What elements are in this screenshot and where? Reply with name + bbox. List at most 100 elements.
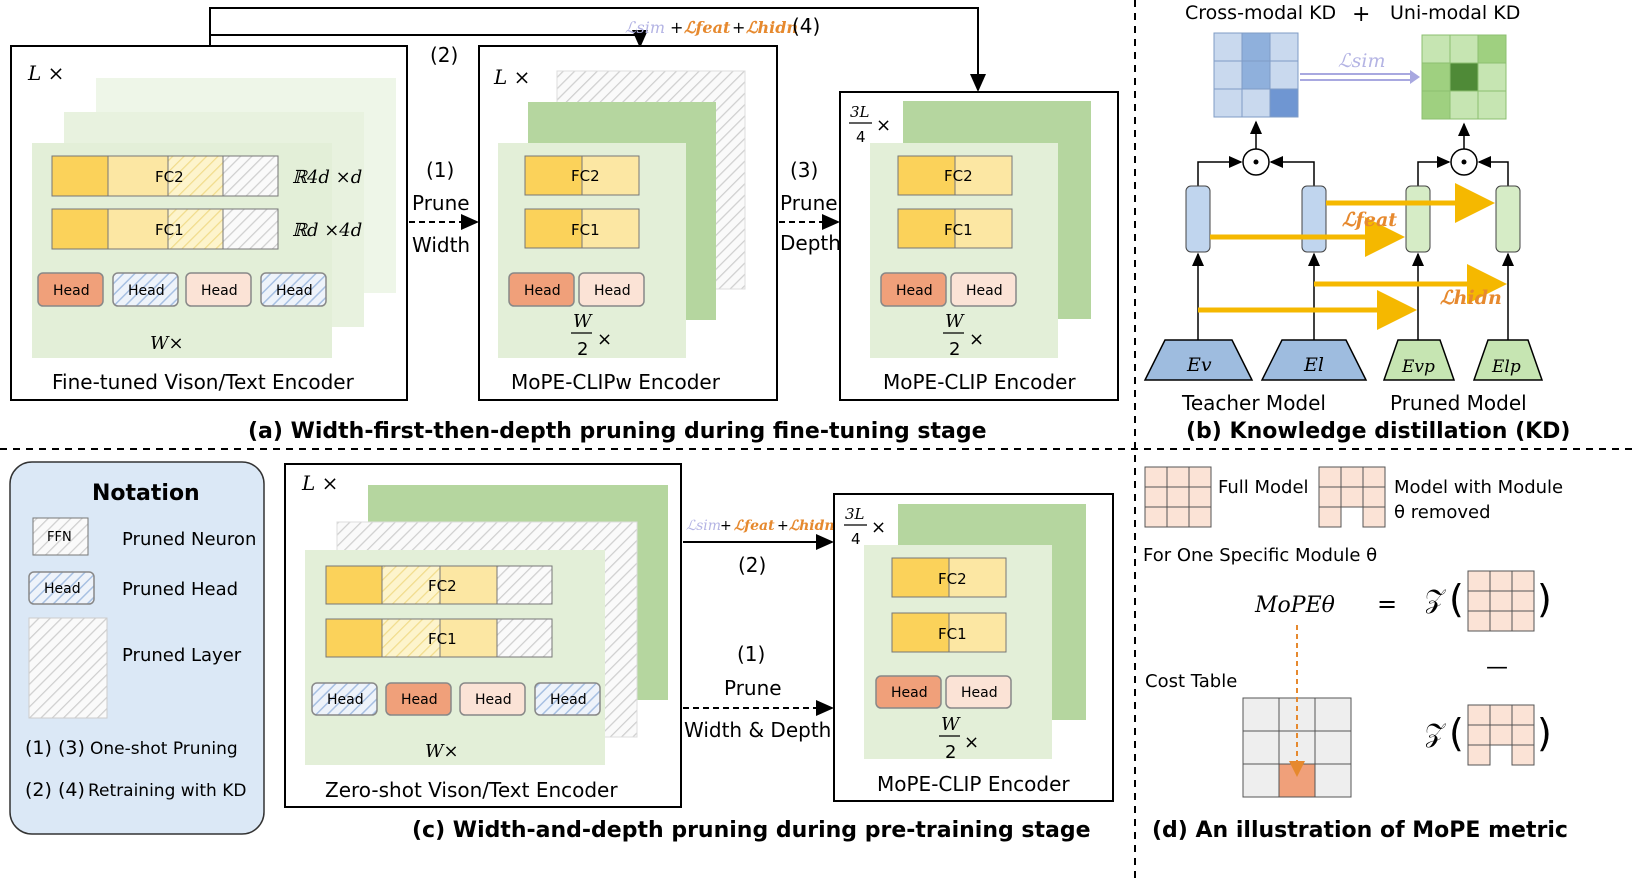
- enc2-fc2-label: FC2: [571, 167, 600, 185]
- c-w-num: W: [941, 714, 961, 735]
- c-head-2-label: Head: [401, 692, 438, 708]
- caption-a: (a) Width-first-then-depth pruning durin…: [248, 419, 987, 444]
- enc3-fc2-label: FC2: [944, 167, 973, 185]
- enc2-w-den: 2: [577, 339, 588, 360]
- enc3-3L-den: 4: [856, 128, 866, 146]
- specific-module-label: For One Specific Module θ: [1143, 545, 1377, 566]
- uni-modal-title: Uni-modal KD: [1390, 2, 1520, 24]
- head-1: [37, 272, 104, 307]
- c-plus-2: +: [777, 518, 789, 534]
- panel-b: Cross-modal KD + Uni-modal KD: [1143, 2, 1570, 444]
- c-layer-mult: L ×: [301, 471, 338, 495]
- encoder2-label: MoPE-CLIPw Encoder: [511, 370, 721, 394]
- head-4-label: Head: [276, 283, 313, 299]
- notation-ffn-label: FFN: [47, 530, 72, 545]
- notation-title: Notation: [92, 481, 200, 506]
- prune-depth-line2: Depth: [780, 231, 841, 255]
- loss-hidn-label: ℒhidn: [746, 18, 798, 37]
- enc2-head-2: [578, 272, 645, 307]
- c-w-times: ×: [964, 732, 979, 753]
- enc2-fc2-b: [581, 155, 640, 196]
- loss-feat-label: ℒfeat: [684, 18, 731, 37]
- head-1-label: Head: [53, 283, 90, 299]
- plus-2: +: [732, 18, 745, 37]
- removed-model-grid: [1318, 466, 1386, 528]
- c-loss-sim: ℒsim: [686, 518, 721, 534]
- full-model-label: Full Model: [1218, 477, 1309, 498]
- dim-fc1: ℝd ×4d: [292, 220, 362, 241]
- retrain-arrow-4: [209, 7, 986, 92]
- caption-d: (d) An illustration of MoPE metric: [1152, 818, 1568, 843]
- cost-table-grid: [1242, 697, 1352, 798]
- enc3-fc1-a: [897, 208, 956, 249]
- width-mult-W: W×: [150, 333, 184, 354]
- notation-retrain-nums: (2) (4): [25, 779, 85, 801]
- full-model-grid: [1144, 466, 1212, 528]
- encoder2-layer-mult: L ×: [493, 65, 530, 89]
- enc3-w-den: 2: [949, 339, 960, 360]
- step-4-label: (4): [792, 14, 820, 38]
- zero-shot-label: Zero-shot Vison/Text Encoder: [325, 778, 618, 802]
- kd-loss-sim: ℒsim: [1338, 50, 1386, 72]
- c-plus-1: +: [720, 518, 732, 534]
- c-3L-den: 4: [851, 530, 861, 548]
- fc1-pruned: [222, 208, 279, 250]
- c-loss-feat: ℒfeat: [734, 518, 775, 534]
- c-prune-line2: Width & Depth: [684, 718, 831, 742]
- ev-label: Ev: [1186, 354, 1212, 376]
- plus-1: +: [670, 18, 683, 37]
- head-2-label: Head: [128, 283, 165, 299]
- dim-fc2: ℝ4d ×d: [292, 167, 362, 188]
- c-loss-hidn: ℒhidn: [789, 518, 835, 534]
- enc2-times: ×: [597, 329, 612, 350]
- c-head-4-label: Head: [550, 692, 587, 708]
- cross-modal-title: Cross-modal KD: [1185, 2, 1336, 24]
- fc1-neuron-a: [51, 208, 109, 250]
- step-3-label: (3): [790, 158, 818, 182]
- pruned-vision-encoder: [1382, 339, 1456, 381]
- pruned-text-encoder: [1472, 339, 1544, 381]
- kd-loss-feat: ℒfeat: [1342, 209, 1397, 231]
- c-mope-label: MoPE-CLIP Encoder: [877, 772, 1070, 796]
- c-3L-num: 3L: [845, 505, 865, 523]
- svg-text:(: (: [1449, 577, 1464, 621]
- c-3L-times: ×: [871, 517, 886, 538]
- minus-sign: —: [1486, 655, 1508, 680]
- c-enc-fc1: FC1: [938, 625, 967, 643]
- enc3-3L-num: 3L: [850, 103, 870, 121]
- pruned-model-label: Pruned Model: [1390, 391, 1527, 415]
- c-fc2-label: FC2: [428, 577, 457, 595]
- enc3-head-2-label: Head: [966, 283, 1003, 299]
- step-1-label: (1): [426, 158, 454, 182]
- student-vision-feature: [1405, 185, 1431, 253]
- student-text-feature: [1495, 185, 1521, 253]
- notation-pruned-layer: Pruned Layer: [122, 645, 242, 666]
- fc1-neuron-b: [107, 208, 169, 250]
- elp-label: Elp: [1491, 357, 1521, 377]
- enc3-fc2-b: [954, 155, 1013, 196]
- notation-pruned-neuron: Pruned Neuron: [122, 529, 256, 550]
- caption-b: (b) Knowledge distillation (KD): [1186, 419, 1570, 444]
- enc3-fc1-label: FC1: [944, 221, 973, 239]
- c-w-den: 2: [945, 742, 956, 763]
- head-4-pruned: [260, 272, 327, 307]
- z-removed-grid: [1467, 704, 1535, 766]
- head-3: [185, 272, 252, 307]
- prune-depth-line1: Prune: [780, 191, 838, 215]
- svg-text:): ): [1537, 577, 1552, 621]
- c-prune-line1: Prune: [724, 676, 782, 700]
- z-func-1: 𝒵: [1425, 585, 1446, 615]
- removed-line2: θ removed: [1394, 502, 1491, 523]
- fc1-label: FC1: [155, 221, 184, 239]
- notation-oneshot-nums: (1) (3): [25, 737, 85, 759]
- evp-label: Evp: [1401, 357, 1435, 377]
- mope-symbol: MoPEθ: [1254, 593, 1335, 618]
- c-fc1-label: FC1: [428, 630, 457, 648]
- enc2-head-1-label: Head: [524, 283, 561, 299]
- removed-line1: Model with Module: [1394, 477, 1563, 498]
- notation-oneshot: One-shot Pruning: [90, 739, 238, 759]
- enc2-head-1: [508, 272, 575, 307]
- layer-mult-L: L ×: [27, 61, 64, 85]
- prune-width-line1: Prune: [412, 191, 470, 215]
